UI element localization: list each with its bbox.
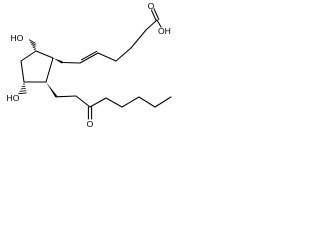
chain-bond-a1 — [61, 61, 81, 64]
carboxyl-oxygen-label: O — [148, 1, 155, 11]
hydroxyl-bottom-bond — [18, 83, 27, 95]
carbonyl-double-bond — [150, 9, 157, 22]
chain-bond-a3 — [115, 47, 132, 62]
omega-chain — [46, 82, 172, 120]
molecule-structure: O OH HO HO O — [7, 1, 172, 129]
acid-oh-bond — [156, 19, 162, 28]
chain-bond-w2 — [75, 95, 91, 108]
cis-double-bond-inner — [80, 50, 98, 61]
chain-bond-w6 — [138, 96, 156, 108]
chain-bond-a2 — [97, 52, 117, 62]
chain-bond-w5 — [121, 96, 140, 108]
ring-bond-4 — [20, 60, 25, 83]
carboxyl-oh-label: OH — [158, 26, 171, 36]
ring-bond-5 — [20, 50, 37, 62]
chain-bond-a4 — [130, 29, 147, 49]
cis-double-bond — [79, 52, 99, 64]
omega-chain-wedge — [46, 82, 58, 98]
hydroxyl-top-bond — [28, 39, 36, 51]
ring-bond-1 — [35, 50, 54, 59]
chain-bond-w4 — [105, 97, 123, 108]
hydroxyl-top-label: HO — [11, 33, 24, 43]
ketone-oxygen-label: O — [87, 119, 94, 129]
cyclopentane-ring — [20, 50, 54, 83]
ring-bond-2 — [45, 57, 54, 83]
chain-bond-w1 — [55, 95, 77, 98]
carbonyl-double-bond-inner — [153, 8, 160, 20]
alpha-chain — [53, 8, 162, 64]
alpha-chain-wedge — [53, 58, 63, 64]
chain-bond-w7 — [154, 96, 172, 108]
chain-bond-a5 — [145, 19, 158, 31]
hydroxyl-bottom-label: HO — [7, 93, 20, 103]
chain-bond-w3 — [89, 97, 107, 108]
